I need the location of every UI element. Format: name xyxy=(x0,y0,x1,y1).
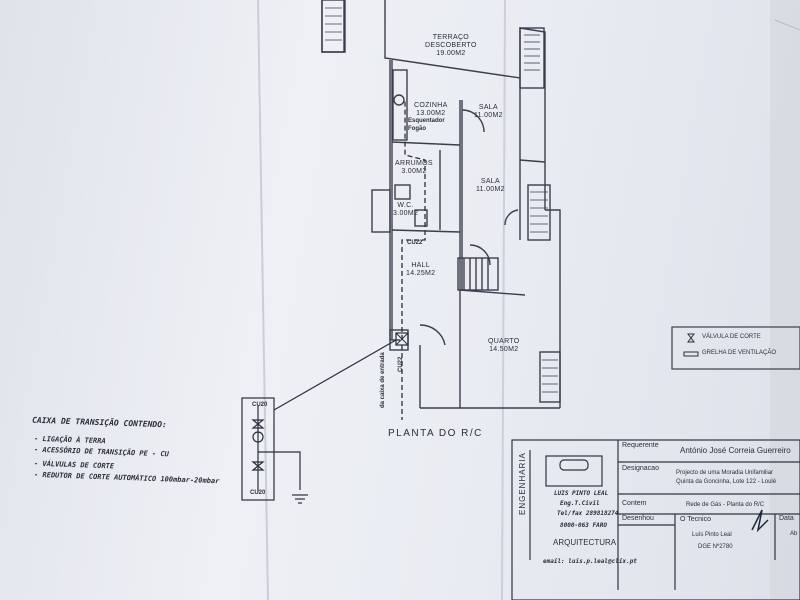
label-entrada: da caixa de entrada xyxy=(380,352,386,408)
room-terraco: TERRAÇO DESCOBERTO 19.00M2 xyxy=(425,34,477,57)
requerente-value: António José Correia Guerreiro xyxy=(680,446,791,455)
tecnico-label: O Tecnico xyxy=(680,516,711,523)
plan-title: PLANTA DO R/C xyxy=(388,428,483,439)
requerente-label: Requerente xyxy=(622,442,659,449)
label-cu22-side: CU22 xyxy=(398,356,404,372)
contem-label: Contem xyxy=(622,500,647,507)
tecnico-name: Luís Pinto Leal xyxy=(692,532,732,538)
label-cu20: CU20 xyxy=(252,402,268,408)
data-label: Data xyxy=(779,515,794,522)
legend-grelha: GRELHA DE VENTILAÇÃO xyxy=(702,350,777,356)
stamp-city: 8000-063 FARO xyxy=(560,522,607,529)
room-quarto: QUARTO 14.50M2 xyxy=(488,338,520,353)
desenhou-label: Desenhou xyxy=(622,515,654,522)
designacao-value-2: Quinta da Goncinha, Lote 122 - Loulé xyxy=(676,479,777,485)
room-cozinha: COZINHA 13.00M2 xyxy=(414,102,448,117)
stamp-side-text: ENGENHARIA xyxy=(518,452,527,515)
label-esquentador: Esquentador xyxy=(408,118,445,124)
stamp-bottom: ARQUITECTURA xyxy=(553,538,617,547)
room-wc: W.C. 3.00M2 xyxy=(393,202,419,217)
designacao-label: Designacao xyxy=(622,465,659,472)
legend-valvula: VÁLVULA DE CORTE xyxy=(702,334,761,340)
room-sala-1: SALA 11.00M2 xyxy=(474,104,503,119)
label-cu20-bottom: CU20 xyxy=(250,490,266,496)
contem-value: Rede de Gás - Planta do R/C xyxy=(686,502,765,508)
room-sala-2: SALA 11.00M2 xyxy=(476,178,505,193)
label-fogao: Fogão xyxy=(408,126,426,132)
data-value: Ab xyxy=(790,531,798,537)
stamp-role: Eng.T.Civil xyxy=(560,500,600,507)
email: email: luis.p.leal@clix.pt xyxy=(543,558,637,565)
tecnico-dge: DGE Nº2780 xyxy=(698,544,733,550)
room-arrumos: ARRUMOS 3.00M2 xyxy=(395,160,433,175)
room-hall: HALL 14.25M2 xyxy=(406,262,436,277)
designacao-value-1: Projecto de uma Moradia Unifamiliar xyxy=(676,470,774,476)
stamp-name: LUIS PINTO LEAL xyxy=(554,490,609,497)
label-cu22-top: CU22 xyxy=(407,240,423,246)
stamp-tel: Tel/fax 289818274 xyxy=(557,510,619,517)
